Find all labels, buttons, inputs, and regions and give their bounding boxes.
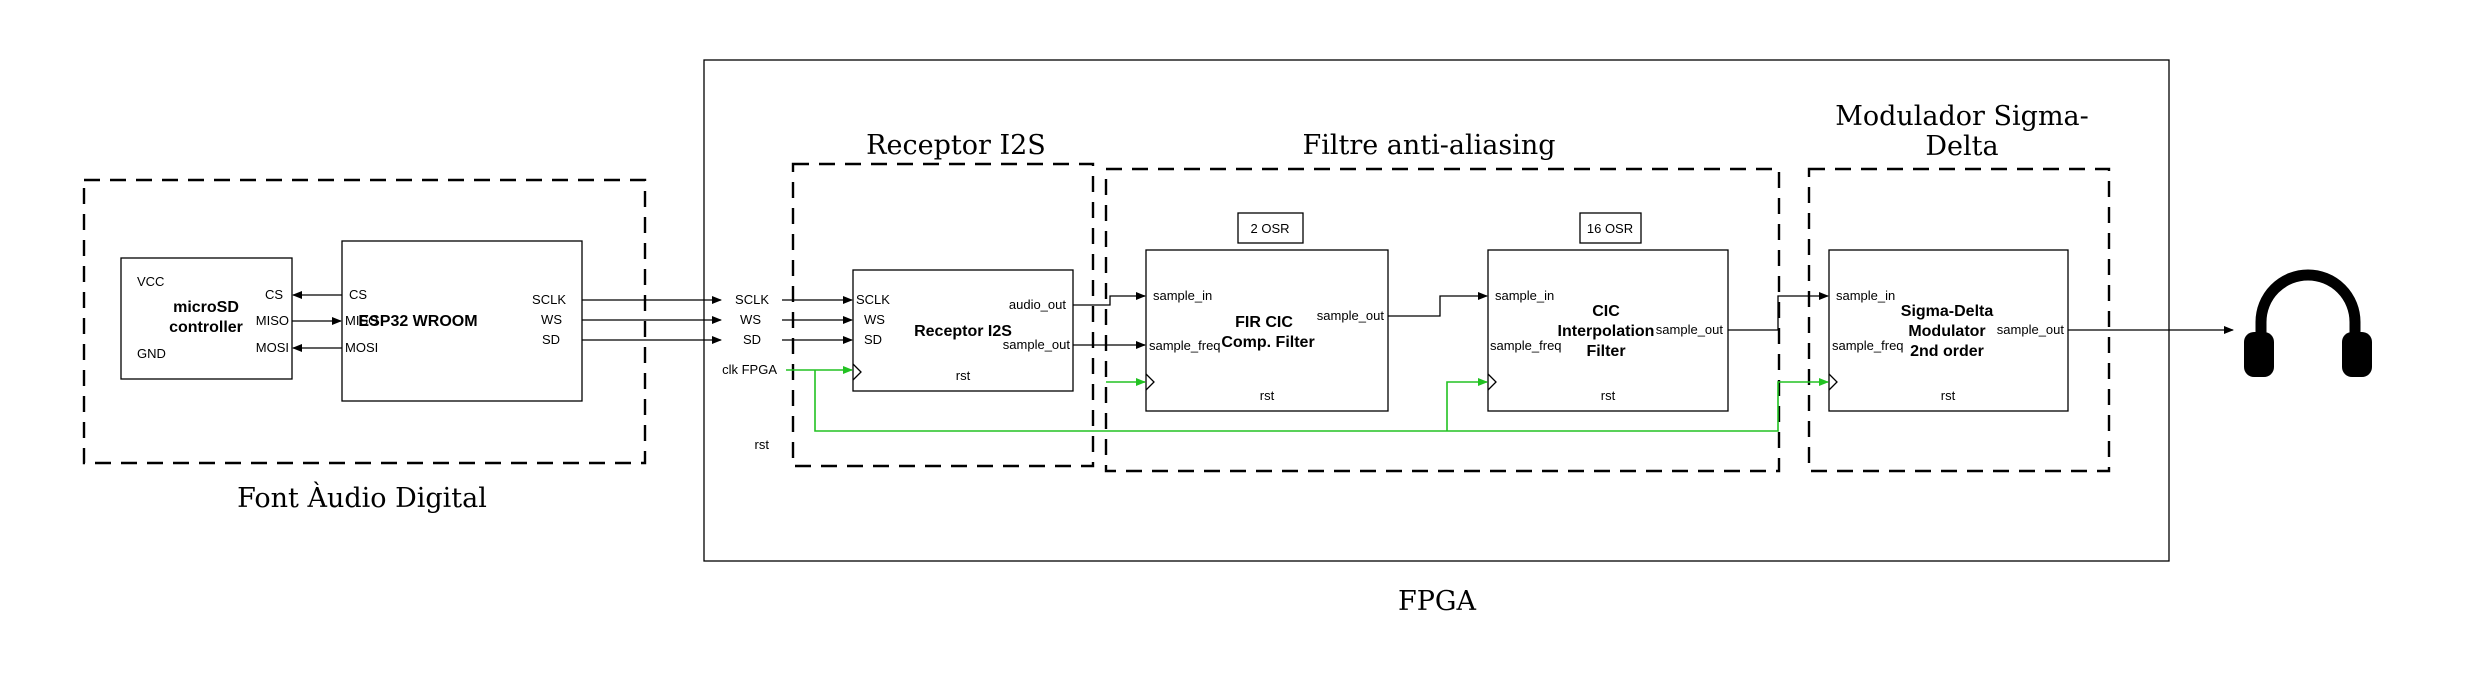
microsd-vcc-label: VCC — [137, 274, 164, 289]
cic-sample-freq-label: sample_freq — [1490, 338, 1562, 353]
sdm-rst-label: rst — [1941, 388, 1956, 403]
cic-sample-out-label: sample_out — [1656, 322, 1724, 337]
fir-name-line2: Comp. Filter — [1221, 334, 1314, 351]
microsd-name-line2: controller — [169, 319, 243, 336]
cic-name-line2: Interpolation — [1558, 323, 1655, 340]
cic-to-sdm-wire — [1728, 292, 1829, 331]
receptor-sample-out-label: sample_out — [1003, 337, 1071, 352]
microsd-name-line1: microSD — [173, 299, 239, 316]
sdm-name-line3: 2nd order — [1910, 343, 1984, 360]
receptor-i2s-block — [852, 269, 1074, 392]
fir-sample-out-label: sample_out — [1317, 308, 1385, 323]
sdm-name-line2: Modulator — [1908, 323, 1985, 340]
microsd-miso-label: MISO — [256, 313, 289, 328]
esp32-mosi-label: MOSI — [345, 340, 378, 355]
esp32-name: ESP32 WROOM — [358, 313, 477, 330]
sdm-sample-out-label: sample_out — [1997, 322, 2065, 337]
receptor-clock-port — [852, 363, 862, 381]
esp32-ws-label: WS — [541, 312, 562, 327]
sdm-name-line1: Sigma-Delta — [1901, 303, 1994, 320]
receptor-rst-label: rst — [956, 368, 971, 383]
cic-osr-label: 16 OSR — [1587, 221, 1633, 236]
fpga-sclk-label: SCLK — [735, 292, 769, 307]
esp32-cs-label: CS — [349, 287, 367, 302]
sdm-sample-freq-label: sample_freq — [1832, 338, 1904, 353]
audio-out-to-fir-wire — [1073, 292, 1146, 306]
modulator-group-title-line2: Delta — [1925, 131, 1998, 162]
cic-rst-label: rst — [1601, 388, 1616, 403]
receptor-ws-label: WS — [864, 312, 885, 327]
clk-bus-to-sdm-wire — [814, 370, 1829, 432]
cic-sample-in-label: sample_in — [1495, 288, 1554, 303]
anti-aliasing-group-title: Filtre anti-aliasing — [1302, 130, 1555, 161]
anti-aliasing-group — [1104, 167, 1781, 473]
sdm-clock-port — [1828, 373, 1838, 391]
fpga-title: FPGA — [1398, 586, 1476, 617]
fir-sample-freq-label: sample_freq — [1149, 338, 1221, 353]
modulator-group — [1807, 167, 2111, 473]
modulator-group-title-line1: Modulador Sigma- — [1835, 101, 2089, 132]
fpga-rst-label: rst — [755, 437, 770, 452]
fpga-sd-label: SD — [743, 332, 761, 347]
fir-to-cic-wire — [1388, 292, 1488, 317]
microsd-controller-block — [120, 257, 293, 380]
fir-rst-label: rst — [1260, 388, 1275, 403]
audio-source-title: Font Àudio Digital — [237, 481, 487, 514]
microsd-gnd-label: GND — [137, 346, 166, 361]
microsd-cs-label: CS — [265, 287, 283, 302]
cic-interpolation-block — [1487, 249, 1729, 412]
fpga-clk-label: clk FPGA — [722, 362, 777, 377]
cic-name-line3: Filter — [1586, 343, 1625, 360]
fpga-ws-label: WS — [740, 312, 761, 327]
receptor-group-title: Receptor I2S — [866, 130, 1046, 161]
clk-to-cic-wire — [1446, 378, 1488, 431]
receptor-audio-out-label: audio_out — [1009, 297, 1066, 312]
fir-sample-in-label: sample_in — [1153, 288, 1212, 303]
sdm-sample-in-label: sample_in — [1836, 288, 1895, 303]
cic-name-line1: CIC — [1592, 303, 1620, 320]
audio-source-group — [82, 178, 647, 465]
fir-osr-box — [1237, 212, 1304, 244]
fir-cic-comp-block — [1145, 249, 1389, 412]
fir-osr-label: 2 OSR — [1250, 221, 1289, 236]
receptor-name: Receptor I2S — [914, 323, 1012, 340]
esp32-sd-label: SD — [542, 332, 560, 347]
headphones-icon — [2244, 269, 2372, 377]
receptor-sd-label: SD — [864, 332, 882, 347]
fpga-boundary — [703, 59, 2170, 562]
microsd-mosi-label: MOSI — [256, 340, 289, 355]
sigma-delta-modulator-block — [1828, 249, 2069, 412]
esp32-wroom-block — [341, 240, 583, 402]
cic-osr-box — [1579, 212, 1642, 244]
esp32-miso-label: MISO — [345, 313, 378, 328]
esp32-sclk-label: SCLK — [532, 292, 566, 307]
receptor-group — [791, 162, 1095, 468]
receptor-sclk-label: SCLK — [856, 292, 890, 307]
fir-name-line1: FIR CIC — [1235, 314, 1293, 331]
fir-clock-port — [1145, 373, 1155, 391]
cic-clock-port — [1487, 373, 1497, 391]
